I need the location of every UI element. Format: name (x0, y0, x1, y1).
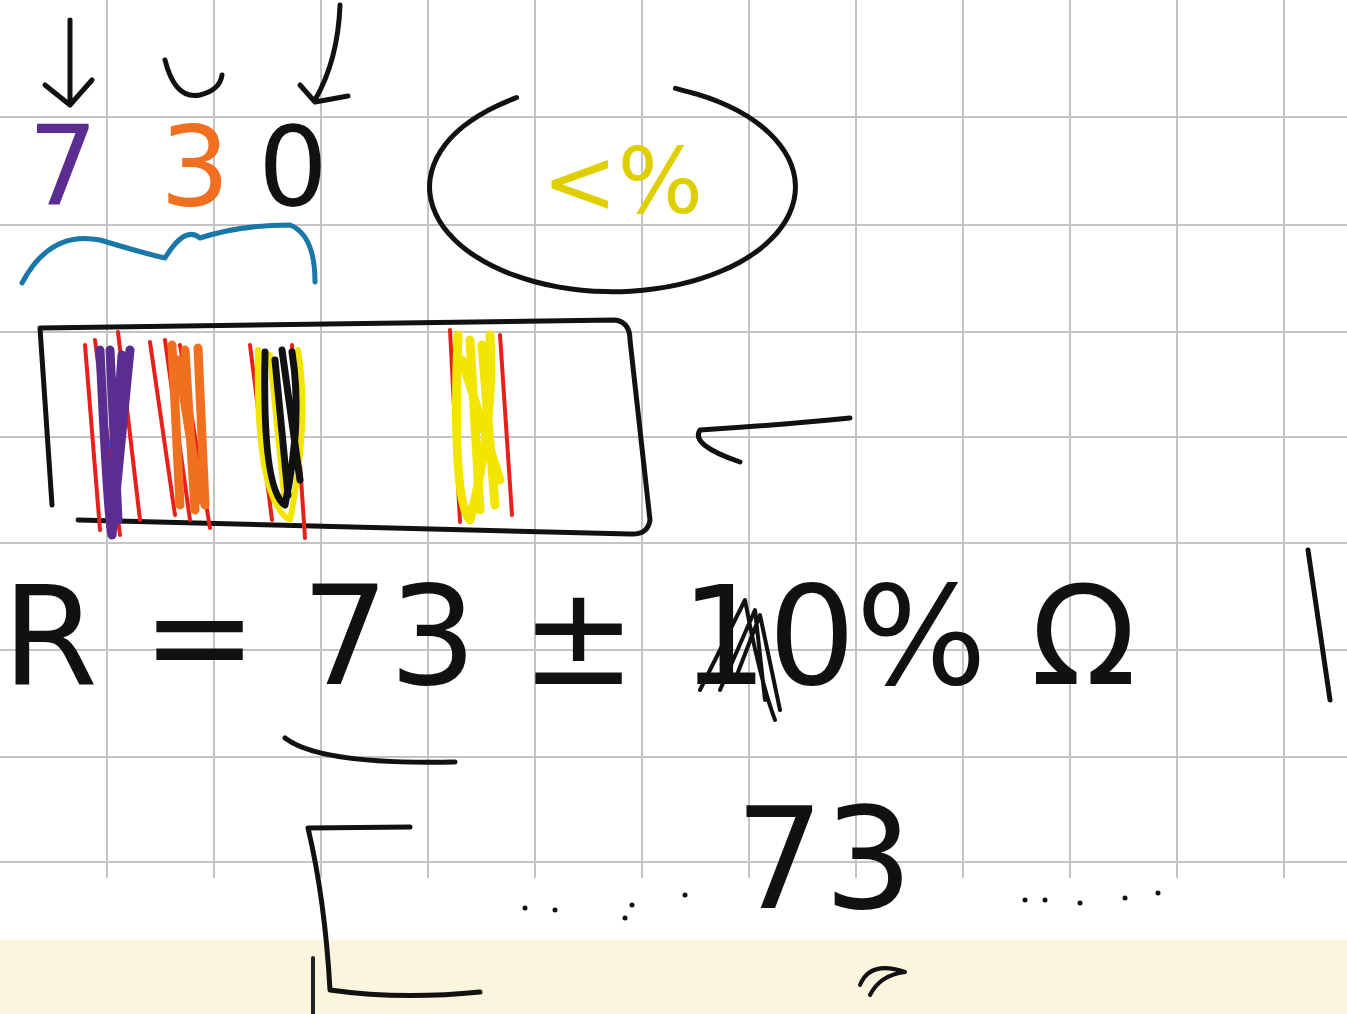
mark (860, 968, 905, 995)
formula: R = 73 ± 10% Ω (2, 568, 1136, 706)
resistor-body (40, 320, 650, 534)
digit: 7 (28, 112, 98, 222)
orange-band (172, 345, 205, 510)
grid-paper (0, 0, 1347, 878)
value: 73 (735, 790, 913, 930)
node-texts: <% (542, 137, 703, 227)
ellipse-line (430, 88, 796, 291)
stroke (1308, 550, 1330, 700)
yellow-band (457, 335, 501, 520)
band-outline (450, 330, 512, 522)
band-outline (150, 340, 210, 528)
pointer-arrow (698, 418, 850, 462)
band-outline (250, 345, 305, 538)
pointer-arrow (165, 60, 222, 96)
pointer-arrow (300, 5, 348, 102)
band-outline (85, 332, 140, 535)
brace (22, 225, 315, 283)
digit: 3 (160, 112, 230, 222)
bottom-band (0, 940, 1347, 1014)
purple-band (100, 350, 130, 535)
cursor (311, 958, 315, 1014)
bracket (308, 827, 480, 996)
underline (285, 738, 455, 762)
yellow-band (258, 350, 303, 520)
note-text: <% (542, 137, 703, 227)
circled-note: <% (425, 78, 800, 296)
black-band (265, 350, 300, 505)
digit: 0 (258, 112, 328, 222)
pointer-arrow (45, 20, 92, 105)
